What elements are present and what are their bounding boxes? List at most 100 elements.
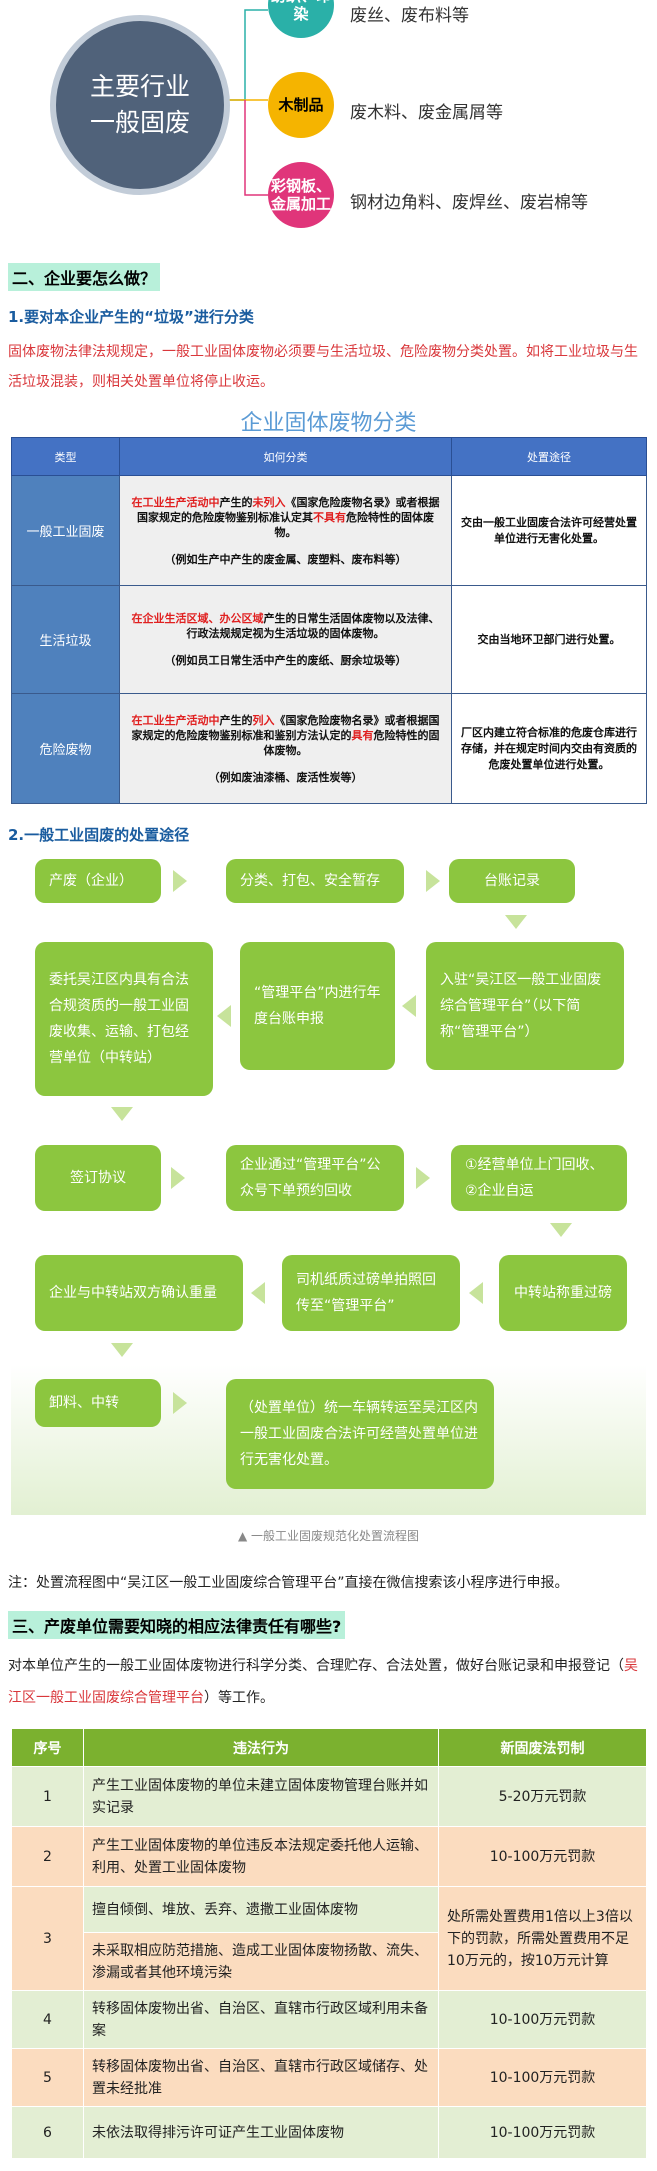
flow-step-weigh: 中转站称重过磅 — [499, 1255, 627, 1331]
subheading-classify: 1.要对本企业产生的“垃圾”进行分类 — [8, 308, 254, 326]
row-number: 6 — [11, 2106, 84, 2159]
mindmap-desc-textile: 废丝、废布料等 — [350, 6, 469, 26]
arrow-right-icon — [173, 870, 187, 892]
how-cell: 在工业生产活动中产生的列入《国家危险废物名录》或者根据国家规定的危险废物鉴别标准… — [119, 693, 452, 804]
violation-cell: 擅自倾倒、堆放、丢弃、遗撒工业固体废物 — [83, 1886, 439, 1933]
table-row: 3 擅自倾倒、堆放、丢弃、遗撒工业固体废物 处所需处置费用1倍以上3倍以下的罚款… — [11, 1886, 647, 1991]
flow-step-declare: “管理平台”内进行年度台账申报 — [240, 942, 395, 1070]
arrow-down-icon — [111, 1107, 133, 1121]
flow-step-confirm-weight: 企业与中转站双方确认重量 — [35, 1255, 243, 1331]
violation-cell: 转移固体废物出省、自治区、直辖市行政区域储存、处置未经批准 — [83, 2048, 439, 2107]
type-cell: 生活垃圾 — [11, 585, 120, 694]
classification-header-row: 类型 如何分类 处置途径 — [11, 437, 647, 476]
flow-step-collect: ①经营单位上门回收、②企业自运 — [451, 1145, 627, 1211]
example-text: （例如生产中产生的废金属、废塑料、废布料等） — [164, 552, 407, 566]
example-text: （例如员工日常生活中产生的废纸、厨余垃圾等） — [164, 654, 407, 667]
mindmap-node-wood: 木制品 — [268, 72, 334, 138]
example-text: （例如废油漆桶、废活性炭等） — [208, 770, 363, 784]
arrow-left-icon — [217, 1005, 231, 1027]
mindmap-node-metal: 彩钢板、金属加工 — [268, 162, 334, 228]
how-cell: 在工业生产活动中产生的未列入《国家危险废物名录》或者根据国家规定的危险废物鉴别标… — [119, 475, 452, 586]
row-number: 4 — [11, 1990, 84, 2049]
legal-header-row: 序号 违法行为 新固废法罚制 — [11, 1728, 647, 1767]
flowchart-caption: ▲ 一般工业固废规范化处置流程图 — [237, 1529, 420, 1543]
flow-step-book-pickup: 企业通过“管理平台”公众号下单预约回收 — [226, 1145, 404, 1211]
classification-row-industrial: 一般工业固废 在工业生产活动中产生的未列入《国家危险废物名录》或者根据国家规定的… — [11, 475, 647, 586]
subheading-disposal: 2.一般工业固废的处置途径 — [8, 826, 190, 844]
flow-step-photo-upload: 司机纸质过磅单拍照回传至“管理平台” — [282, 1255, 460, 1331]
row-number: 3 — [11, 1886, 84, 1991]
violation-cell: 产生工业固体废物的单位未建立固体废物管理台账并如实记录 — [83, 1766, 439, 1827]
mindmap-desc-metal: 钢材边角料、废焊丝、废岩棉等 — [350, 193, 588, 213]
how-cell: 在企业生活区域、办公区域产生的日常生活固体废物以及法律、行政法规规定视为生活垃圾… — [119, 585, 452, 694]
violation-cell: 未依法取得排污许可证产生工业固体废物 — [83, 2106, 439, 2159]
penalty-cell: 10-100万元罚款 — [438, 2048, 647, 2107]
table-row: 1 产生工业固体废物的单位未建立固体废物管理台账并如实记录 5-20万元罚款 — [11, 1766, 647, 1827]
header-no: 序号 — [11, 1728, 84, 1767]
row-number: 5 — [11, 2048, 84, 2107]
row-number: 2 — [11, 1826, 84, 1887]
flow-step-produce: 产废（企业） — [35, 859, 161, 903]
disposal-cell: 交由一般工业固废合法许可经营处置单位进行无害化处置。 — [451, 475, 647, 586]
flow-step-sort: 分类、打包、安全暂存 — [226, 859, 404, 903]
industry-waste-mindmap: 主要行业一般固废 纺织、印染 废丝、废布料等 木制品 废木料、废金属屑等 彩钢板… — [0, 0, 657, 240]
header-disposal: 处置途径 — [451, 437, 647, 476]
classification-table-title: 企业固体废物分类 — [240, 411, 417, 436]
arrow-left-icon — [251, 1282, 265, 1304]
arrow-right-icon — [171, 1167, 185, 1189]
legal-liability-table: 序号 违法行为 新固废法罚制 1 产生工业固体废物的单位未建立固体废物管理台账并… — [11, 1728, 647, 2159]
flow-step-agreement: 签订协议 — [35, 1145, 161, 1211]
arrow-down-icon — [550, 1223, 572, 1237]
penalty-cell: 处所需处置费用1倍以上3倍以下的罚款，所需处置费用不足10万元的，按10万元计算 — [438, 1886, 647, 1991]
mindmap-center: 主要行业一般固废 — [50, 15, 230, 195]
classification-table: 类型 如何分类 处置途径 一般工业固废 在工业生产活动中产生的未列入《国家危险废… — [11, 437, 647, 804]
penalty-cell: 10-100万元罚款 — [438, 1990, 647, 2049]
type-cell: 一般工业固废 — [11, 475, 120, 586]
disposal-flowchart: 产废（企业） 分类、打包、安全暂存 台账记录 委托吴江区内具有合法合规资质的一般… — [11, 857, 646, 1515]
header-type: 类型 — [11, 437, 120, 476]
classification-rule-paragraph: 固体废物法律法规规定，一般工业固体废物必须要与生活垃圾、危险废物分类处置。如将工… — [8, 344, 638, 390]
flow-step-unload: 卸料、中转 — [35, 1379, 161, 1427]
arrow-right-icon — [416, 1167, 430, 1189]
arrow-right-icon — [173, 1392, 187, 1414]
flowchart-note: 注：处置流程图中“吴江区一般工业固废综合管理平台”直接在微信搜索该小程序进行申报… — [8, 1575, 569, 1591]
mindmap-desc-wood: 废木料、废金属屑等 — [350, 103, 503, 123]
flow-step-final-disposal: （处置单位）统一车辆转运至吴江区内一般工业固废合法许可经营处置单位进行无害化处置… — [226, 1379, 494, 1489]
row-number: 1 — [11, 1766, 84, 1827]
section-heading-3-text: 三、产废单位需要知晓的相应法律责任有哪些? — [8, 1611, 346, 1639]
arrow-down-icon — [505, 915, 527, 929]
arrow-right-icon — [426, 870, 440, 892]
violation-cell: 未采取相应防范措施、造成工业固体废物扬散、流失、渗漏或者其他环境污染 — [83, 1932, 439, 1991]
section-heading-2: 二、企业要怎么做？ — [8, 263, 649, 291]
arrow-down-icon — [111, 1343, 133, 1357]
header-how: 如何分类 — [119, 437, 452, 476]
table-row: 2 产生工业固体废物的单位违反本法规定委托他人运输、利用、处置工业固体废物 10… — [11, 1826, 647, 1887]
type-cell: 危险废物 — [11, 693, 120, 804]
disposal-cell: 厂区内建立符合标准的危废仓库进行存储，并在规定时间内交由有资质的危废处置单位进行… — [451, 693, 647, 804]
duty-paragraph: 对本单位产生的一般工业固体废物进行科学分类、合理贮存、合法处置，做好台账记录和申… — [8, 1658, 638, 1706]
table-row: 5 转移固体废物出省、自治区、直辖市行政区域储存、处置未经批准 10-100万元… — [11, 2048, 647, 2107]
platform-name-link: 吴江区一般工业固废综合管理平台 — [8, 1658, 638, 1706]
classification-row-domestic: 生活垃圾 在企业生活区域、办公区域产生的日常生活固体废物以及法律、行政法规规定视… — [11, 585, 647, 694]
arrow-left-icon — [469, 1282, 483, 1304]
table-row: 4 转移固体废物出省、自治区、直辖市行政区域利用未备案 10-100万元罚款 — [11, 1990, 647, 2049]
penalty-cell: 10-100万元罚款 — [438, 2106, 647, 2159]
flow-step-entrust: 委托吴江区内具有合法合规资质的一般工业固废收集、运输、打包经营单位（中转站） — [35, 942, 213, 1096]
violation-cell: 产生工业固体废物的单位违反本法规定委托他人运输、利用、处置工业固体废物 — [83, 1826, 439, 1887]
mindmap-connectors — [228, 9, 268, 196]
violation-cell: 转移固体废物出省、自治区、直辖市行政区域利用未备案 — [83, 1990, 439, 2049]
penalty-cell: 10-100万元罚款 — [438, 1826, 647, 1887]
section-heading-2-text: 二、企业要怎么做？ — [8, 263, 161, 291]
flow-step-register-platform: 入驻“吴江区一般工业固废综合管理平台”（以下简称“管理平台”） — [426, 942, 624, 1070]
section-heading-3: 三、产废单位需要知晓的相应法律责任有哪些? — [8, 1611, 649, 1639]
arrow-left-icon — [402, 995, 416, 1017]
header-penalty: 新固废法罚制 — [438, 1728, 647, 1767]
penalty-cell: 5-20万元罚款 — [438, 1766, 647, 1827]
flow-step-ledger: 台账记录 — [449, 859, 575, 903]
classification-row-hazardous: 危险废物 在工业生产活动中产生的列入《国家危险废物名录》或者根据国家规定的危险废… — [11, 693, 647, 804]
table-row: 6 未依法取得排污许可证产生工业固体废物 10-100万元罚款 — [11, 2106, 647, 2159]
header-violation: 违法行为 — [83, 1728, 439, 1767]
disposal-cell: 交由当地环卫部门进行处置。 — [451, 585, 647, 694]
table-row: 未采取相应防范措施、造成工业固体废物扬散、流失、渗漏或者其他环境污染 — [12, 1932, 647, 1991]
